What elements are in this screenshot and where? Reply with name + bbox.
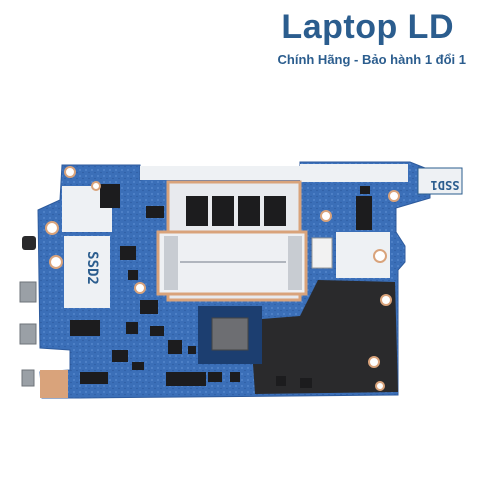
usb-port-1 <box>19 281 37 303</box>
components <box>70 186 370 388</box>
m2-connector-top <box>356 196 372 230</box>
usb-port-2 <box>19 323 37 345</box>
cpu-die <box>211 317 249 351</box>
ssd1-label: SSD1 <box>431 178 460 192</box>
copper-tab-left <box>40 370 68 398</box>
motherboard-photo: SSD2 SSD1 <box>19 161 463 399</box>
sodimm-latch-right <box>288 236 302 290</box>
connector-top-left <box>100 184 120 208</box>
audio-jack <box>22 236 36 250</box>
ram-chip-1 <box>186 196 208 226</box>
sticker-top-band <box>140 166 300 180</box>
black-foam <box>250 280 398 394</box>
ram-chip-2 <box>212 196 234 226</box>
brand-header: Laptop LD Chính Hãng - Bảo hành 1 đổi 1 <box>0 0 480 80</box>
ram-chip-4 <box>264 196 286 226</box>
mounting-holes <box>45 166 400 391</box>
sticker-ssd2 <box>64 236 110 308</box>
ssd2-label: SSD2 <box>84 251 100 285</box>
usb-c-port <box>21 369 35 387</box>
brand-title: Laptop LD <box>281 8 454 46</box>
sodimm-latch-left <box>164 236 178 290</box>
sticker-right-top <box>300 164 408 182</box>
sticker-ssd1 <box>417 167 463 195</box>
connector-bottom <box>166 372 206 386</box>
ram-chip-3 <box>238 196 260 226</box>
brand-subtitle: Chính Hãng - Bảo hành 1 đổi 1 <box>277 52 467 67</box>
connector-bottom-2 <box>80 372 108 384</box>
connector-top-mid <box>146 206 164 218</box>
m2-connector-right <box>311 237 333 269</box>
